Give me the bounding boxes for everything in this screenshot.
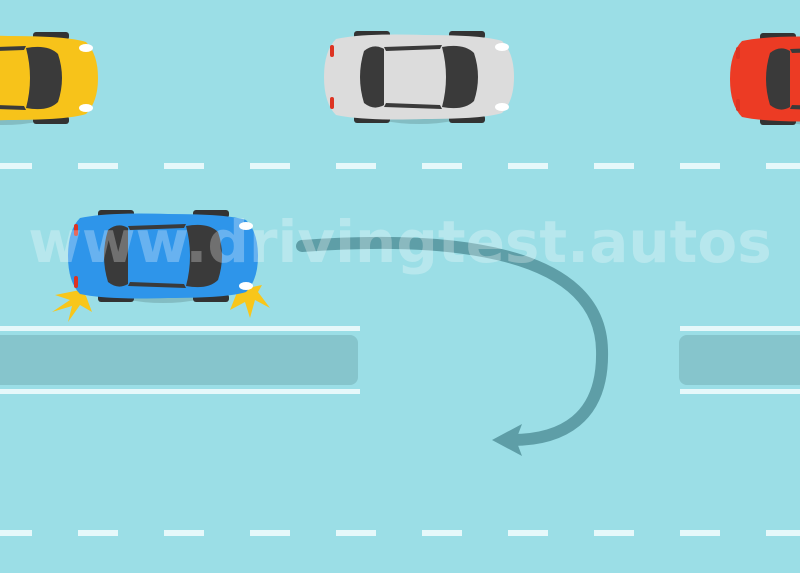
lane-dash	[594, 530, 634, 536]
lane-dash	[766, 530, 800, 536]
u-turn-arrow-icon	[296, 236, 609, 456]
lane-dashes-bottom	[0, 530, 800, 536]
red-car	[730, 33, 800, 126]
lane-dash	[336, 163, 376, 169]
lane-dash	[422, 530, 462, 536]
lane-dash	[0, 163, 32, 169]
yellow-car	[0, 32, 98, 125]
lane-dash	[164, 163, 204, 169]
lane-dash	[594, 163, 634, 169]
median-left	[0, 326, 360, 394]
lane-dash	[508, 163, 548, 169]
lane-dash	[766, 163, 800, 169]
lane-dash	[78, 530, 118, 536]
lane-dash	[336, 530, 376, 536]
lane-dash	[78, 163, 118, 169]
median-right	[679, 326, 800, 394]
gray-car	[324, 31, 514, 124]
lane-dashes-top	[0, 163, 800, 169]
lane-dash	[0, 530, 32, 536]
watermark: www.drivingtest.autos	[28, 208, 771, 276]
lane-dash	[508, 530, 548, 536]
lane-dash	[250, 530, 290, 536]
lane-dash	[164, 530, 204, 536]
lane-dash	[680, 163, 720, 169]
lane-dash	[422, 163, 462, 169]
lane-dash	[250, 163, 290, 169]
lane-dash	[680, 530, 720, 536]
